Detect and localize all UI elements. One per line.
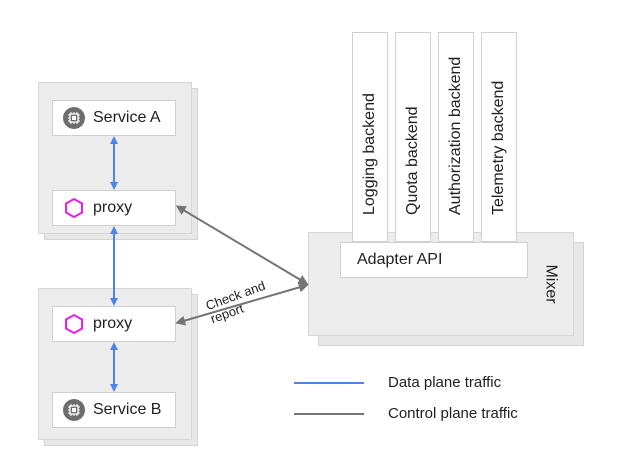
service-b-label: Service B [93,401,162,418]
service-b-box: Service B [52,392,176,428]
hexagon-icon [63,197,85,219]
chip-icon [63,107,85,129]
service-a-box: Service A [52,100,176,136]
proxy-bottom-label: proxy [93,315,133,332]
proxy-top-mixer-link [175,205,309,285]
backend-quota: Quota backend [395,32,431,242]
adapter-api-label: Adapter API [357,251,443,268]
proxy-bottom-mixer-link [175,282,309,326]
proxy-top-box: proxy [52,190,176,226]
hexagon-icon [63,313,85,335]
legend-data-plane: Data plane traffic [388,374,502,391]
adapter-api-box: Adapter API [340,242,528,278]
backend-logging: Logging backend [352,32,388,242]
backend-authorization: Authorization backend [438,32,474,242]
chip-icon [63,399,85,421]
proxy-top-label: proxy [93,199,133,216]
proxy-bottom-box: proxy [52,306,176,342]
service-a-label: Service A [93,109,161,126]
backend-telemetry: Telemetry backend [481,32,517,242]
legend-control-plane: Control plane traffic [388,405,518,422]
